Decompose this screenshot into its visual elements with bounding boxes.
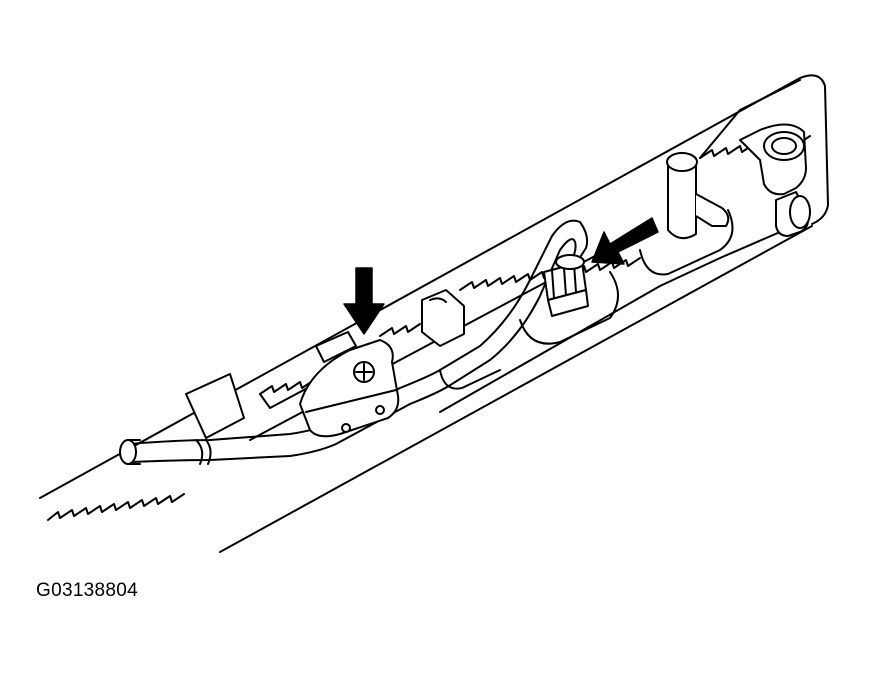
pipe-stub [666,152,730,240]
arrow-down-icon [343,267,385,335]
figure-id-label: G03138804 [36,580,139,601]
rail-brackets [185,289,465,439]
pipe-clamp [299,339,400,438]
end-port [739,123,811,237]
arrow-down-left-icon [591,217,659,265]
pipe-fitting [543,254,589,317]
fuel-pipe [119,219,589,465]
